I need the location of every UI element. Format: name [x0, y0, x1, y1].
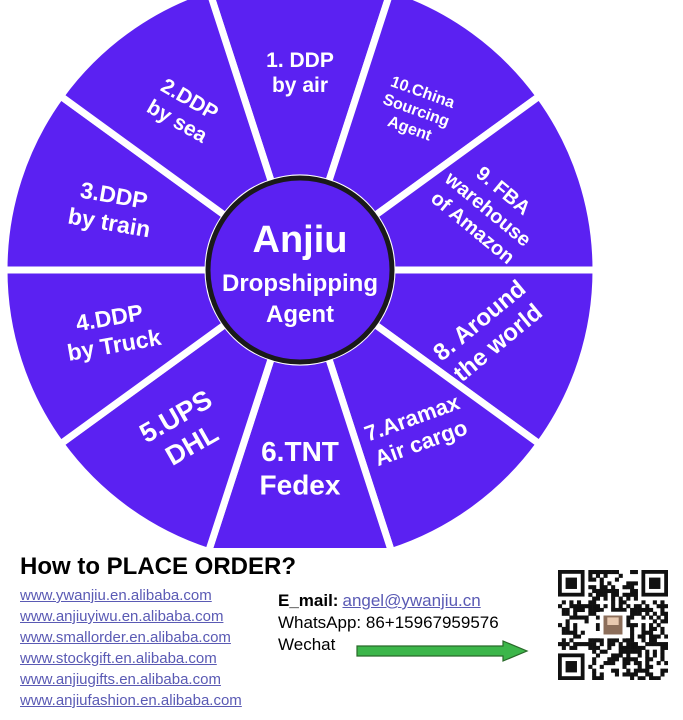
list-item: www.anjiuyiwu.en.alibaba.com: [20, 606, 242, 627]
list-item: www.stockgift.en.alibaba.com: [20, 648, 242, 669]
store-link-ywanjiu[interactable]: www.ywanjiu.en.alibaba.com: [20, 587, 212, 604]
list-item: www.anjiufashion.en.alibaba.com: [20, 690, 242, 711]
email-link[interactable]: angel@ywanjiu.cn: [342, 591, 481, 610]
hub-circle: [205, 175, 395, 365]
whatsapp-text: WhatsApp: 86+15967959576: [278, 613, 499, 632]
list-item: www.smallorder.en.alibaba.com: [20, 627, 242, 648]
contact-block: E_mail:angel@ywanjiu.cn WhatsApp: 86+159…: [278, 590, 499, 656]
store-link-anjiufashion[interactable]: www.anjiufashion.en.alibaba.com: [20, 692, 242, 709]
hub-title: Anjiu: [253, 219, 348, 261]
list-item: www.anjiugifts.en.alibaba.com: [20, 669, 242, 690]
email-label: E_mail:: [278, 591, 339, 610]
store-link-anjiuyiwu[interactable]: www.anjiuyiwu.en.alibaba.com: [20, 608, 224, 625]
qr-code-icon: [558, 570, 669, 681]
hub-subtitle: Dropshipping: [222, 270, 378, 297]
store-link-stockgift[interactable]: www.stockgift.en.alibaba.com: [20, 650, 217, 667]
store-link-anjiugifts[interactable]: www.anjiugifts.en.alibaba.com: [20, 671, 221, 688]
store-link-list: www.ywanjiu.en.alibaba.com www.anjiuyiwu…: [20, 585, 242, 711]
hub-subtitle: Agent: [266, 301, 334, 328]
list-item: www.ywanjiu.en.alibaba.com: [20, 585, 242, 606]
email-row: E_mail:angel@ywanjiu.cn: [278, 590, 499, 612]
wechat-label: Wechat: [278, 635, 336, 654]
arrow-right-icon: [356, 640, 529, 662]
place-order-title: How to PLACE ORDER?: [20, 553, 296, 580]
store-link-smallorder[interactable]: www.smallorder.en.alibaba.com: [20, 629, 231, 646]
